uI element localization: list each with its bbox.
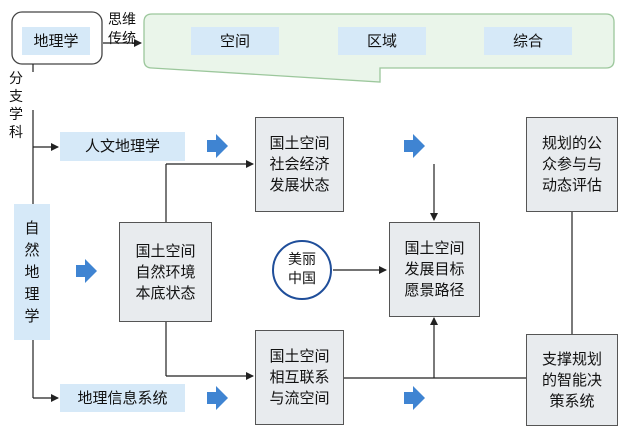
gis-box: 地理信息系统 bbox=[60, 384, 185, 412]
goal-path-box: 国土空间 发展目标 愿景路径 bbox=[389, 222, 480, 317]
root-geography-box: 地理学 bbox=[22, 27, 90, 55]
beautiful-china-label: 美丽 中国 bbox=[288, 252, 316, 287]
decision-system-box: 支撑规划 的智能决 策系统 bbox=[526, 334, 618, 426]
branch-disciplines-label: 分 支 学 科 bbox=[9, 71, 23, 141]
block-arrow-social bbox=[404, 134, 425, 158]
flow-space-box: 国土空间 相互联系 与流空间 bbox=[255, 330, 344, 425]
human-geography-box: 人文地理学 bbox=[60, 132, 185, 161]
block-arrow-flow bbox=[404, 386, 425, 410]
thinking-tradition-label: 思维 传统 bbox=[108, 12, 136, 47]
block-arrow-gis bbox=[207, 386, 228, 410]
root-geography-label: 地理学 bbox=[33, 31, 79, 50]
thinking-item-space: 空间 bbox=[191, 27, 279, 55]
block-arrow-human bbox=[207, 134, 228, 158]
beautiful-china-circle bbox=[272, 240, 332, 300]
socioeconomic-state-box: 国土空间 社会经济 发展状态 bbox=[255, 117, 344, 212]
natural-state-box: 国土空间 自然环境 本底状态 bbox=[119, 222, 212, 322]
block-arrow-physical bbox=[76, 259, 97, 283]
physical-geography-box: 自 然 地 理 学 bbox=[14, 204, 50, 340]
block-arrows bbox=[76, 134, 425, 410]
public-participation-box: 规划的公 众参与与 动态评估 bbox=[526, 117, 618, 212]
thinking-item-synthesis: 综合 bbox=[484, 27, 572, 55]
thinking-item-region: 区域 bbox=[338, 27, 426, 55]
